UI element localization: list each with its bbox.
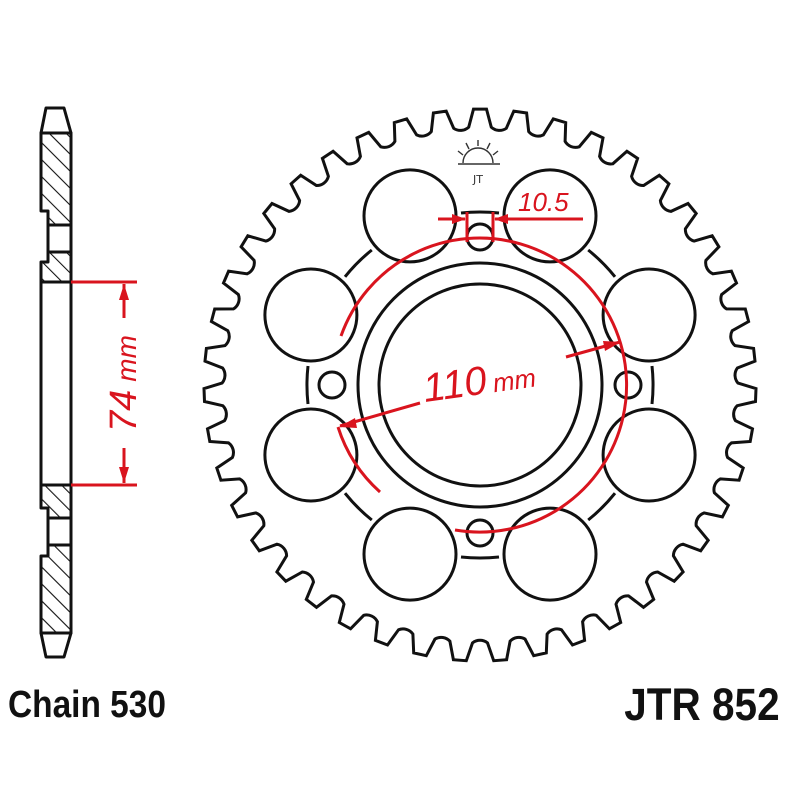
lightening-holes: [263, 168, 697, 602]
side-bottom-hatch: [39, 543, 73, 635]
front-view: [202, 107, 758, 663]
lightening-hole: [362, 506, 458, 602]
arrow-right-icon: [452, 214, 466, 224]
lightening-hole: [362, 168, 458, 264]
side-top-hatch: [39, 131, 73, 227]
lightening-hole: [601, 407, 697, 503]
side-top-tip: [39, 106, 73, 135]
side-top-gap: [46, 223, 73, 254]
lightening-hole: [263, 407, 359, 503]
arrow-left-icon: [494, 214, 508, 224]
bolt-holes: [317, 222, 643, 548]
arrow-right-icon: [603, 341, 621, 351]
arrow-up-icon: [119, 284, 129, 300]
bolt-hole: [317, 370, 347, 400]
side-bottom-tip: [39, 631, 73, 659]
hub-outline: [305, 210, 655, 560]
part-number-label: JTR 852: [624, 679, 780, 730]
center-ring-outer: [356, 261, 604, 509]
pcd-label: 110mm: [420, 352, 538, 411]
lightening-hole: [263, 267, 359, 363]
pcd-dimension: [336, 236, 629, 534]
side-bottom-gap: [46, 516, 73, 547]
svg-text:JT: JT: [472, 173, 483, 186]
lightening-hole: [601, 267, 697, 363]
bolt-hole-label: 10.5: [518, 187, 569, 217]
bolt-hole-dimension: [438, 212, 583, 242]
arrow-left-icon: [339, 418, 357, 428]
sun-logo-icon: JT: [457, 140, 500, 186]
side-section-view: [39, 106, 73, 659]
pcd-arc: [339, 236, 629, 534]
hub-width-dimension: [71, 280, 137, 487]
center-bore: [377, 282, 583, 488]
pcd-arc-left: [336, 426, 382, 494]
hub-width-label: 74mm: [103, 335, 145, 432]
lightening-hole: [502, 506, 598, 602]
side-lower-hub-hatch: [39, 483, 73, 520]
chain-size-label: Chain 530: [8, 684, 166, 726]
sprocket-teeth-outline: [202, 107, 758, 663]
side-upper-hub-hatch: [39, 250, 73, 284]
arrow-down-icon: [119, 467, 129, 483]
side-hub-body: [39, 280, 73, 487]
